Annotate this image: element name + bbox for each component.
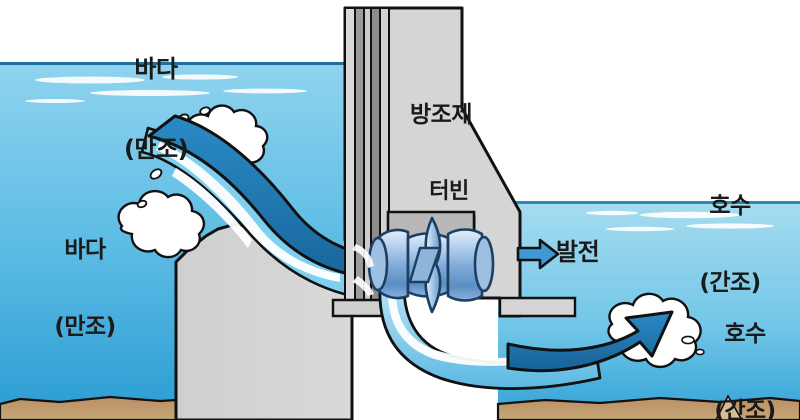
label-dam: 방조제 [410, 102, 472, 128]
turbine-blade-angled [408, 246, 442, 284]
label-turbine: 터빈 [429, 179, 469, 204]
label-lake-low-tide-top-line2: (간조) [699, 269, 761, 296]
power-output-arrow [516, 238, 560, 270]
label-lake-low-tide-top: 호수 (간조) [660, 142, 800, 348]
label-lake-low-tide-bottom-line2: (간조) [714, 397, 776, 420]
sea-surface-highlights [25, 74, 307, 103]
label-lake-low-tide-bottom-line1: 호수 [724, 320, 766, 347]
sea-surface-line [0, 62, 352, 65]
label-sea-high-tide-mid-line1: 바다 [64, 236, 106, 263]
turbine-right-cap [473, 235, 495, 293]
dam-apron-right [498, 296, 577, 318]
outflow-droplets [681, 335, 705, 356]
dam-column-1 [344, 7, 356, 309]
label-lake-low-tide-bottom: 호수 (간조) [690, 270, 800, 420]
intake-water-streaks [156, 142, 340, 282]
dam-column-2 [354, 7, 365, 309]
label-lake-low-tide-top-line1: 호수 [709, 192, 751, 219]
label-sea-high-tide-top-line2: (만조) [123, 135, 189, 164]
turbine-right-cone [446, 228, 484, 302]
label-sea-high-tide-top: 바다 (만조) [76, 2, 236, 217]
turbine-assembly [367, 216, 495, 314]
label-power-generation: 발전 [556, 238, 600, 266]
label-sea-high-tide-top-line1: 바다 [134, 54, 178, 83]
turbine-inlet-spray [352, 244, 374, 296]
label-sea-high-tide-mid-line2: (만조) [54, 313, 116, 340]
lake-surface-highlights [586, 210, 774, 232]
outflow-flow-arrow [506, 310, 674, 373]
lake-surface-line [498, 201, 800, 204]
label-sea-high-tide-mid: 바다 (만조) [10, 186, 160, 392]
seabed-mound-icon [715, 394, 743, 420]
